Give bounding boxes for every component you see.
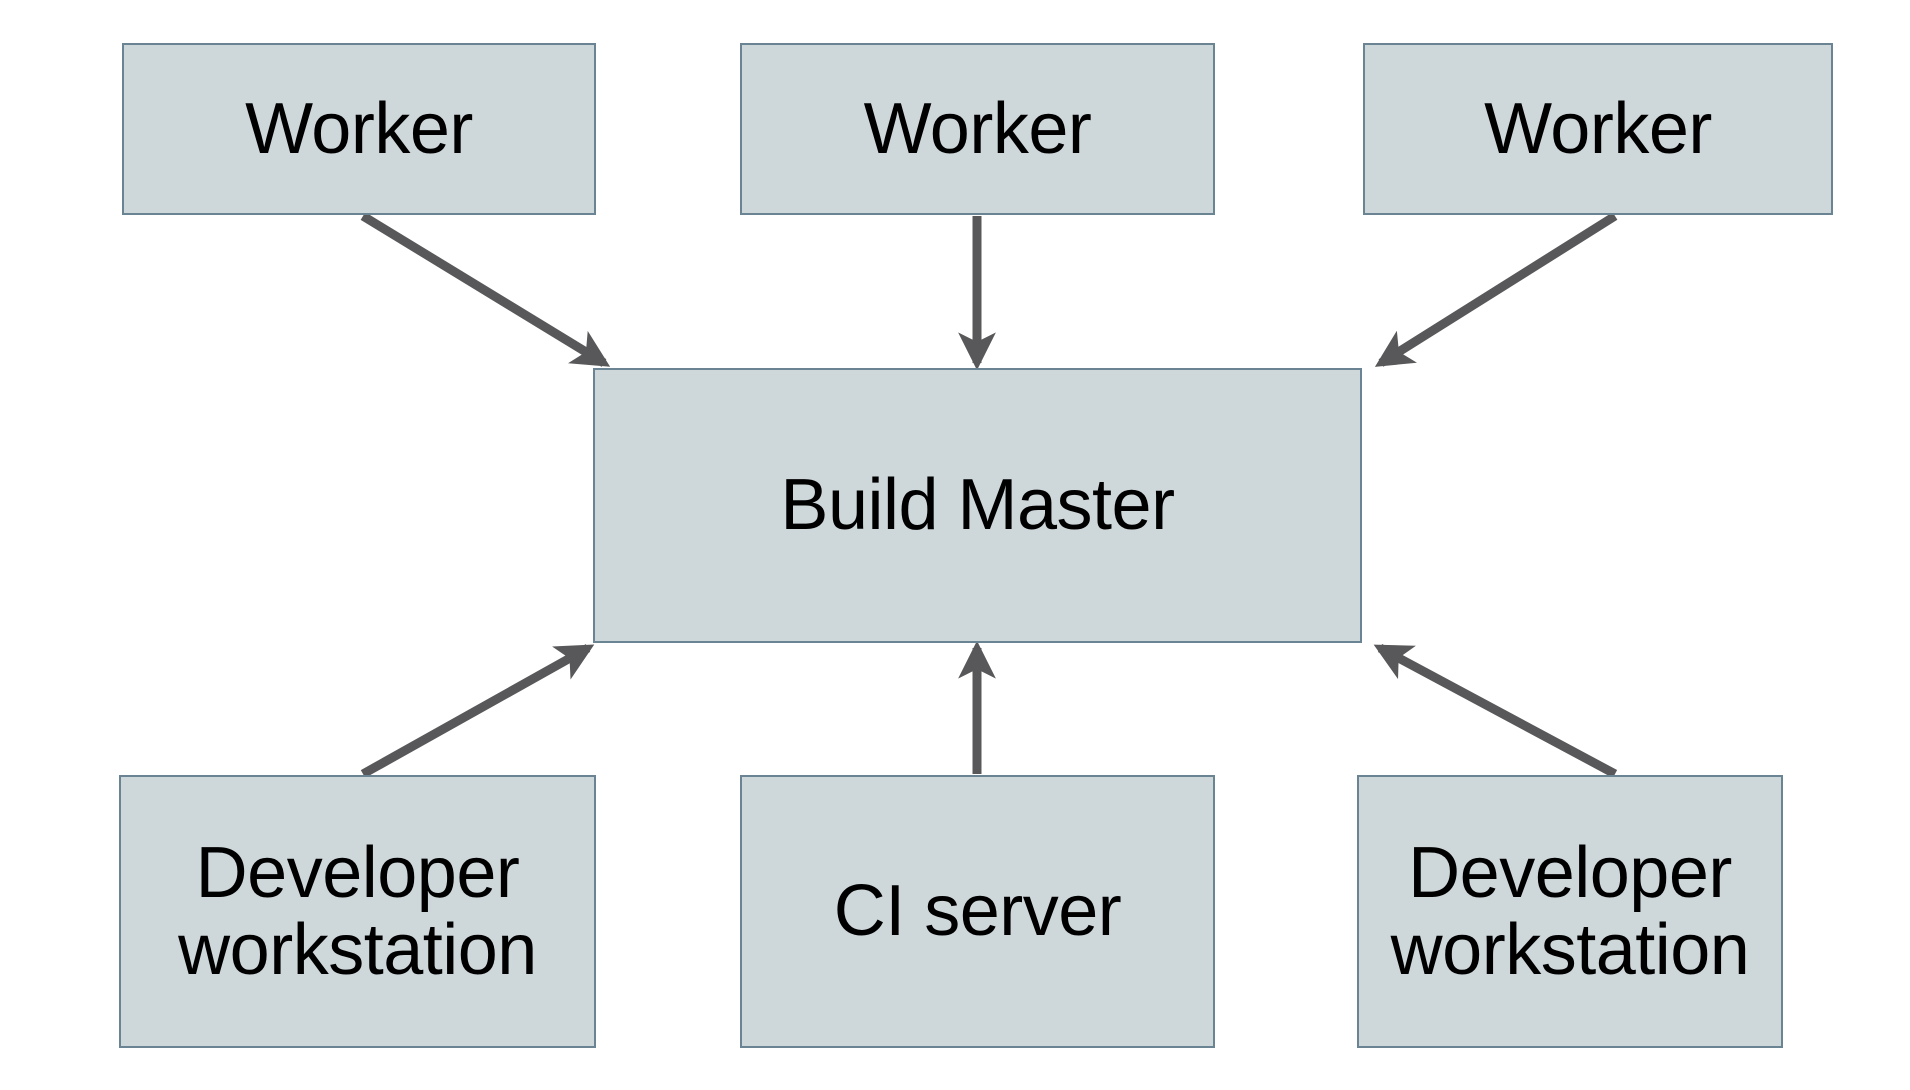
node-worker-3-label: Worker <box>1484 88 1712 169</box>
node-worker-1[interactable]: Worker <box>122 43 596 215</box>
node-worker-2-label: Worker <box>863 88 1092 169</box>
edge-dev-ws-right-to-build-master <box>1373 644 1618 778</box>
node-worker-3[interactable]: Worker <box>1363 43 1833 215</box>
node-build-master[interactable]: Build Master <box>593 368 1362 643</box>
node-ci-server[interactable]: CI server <box>740 775 1215 1048</box>
edge-worker-1-to-build-master <box>360 212 611 367</box>
node-build-master-label: Build Master <box>780 465 1175 546</box>
edge-dev-ws-left-to-build-master <box>360 644 595 778</box>
node-worker-2[interactable]: Worker <box>740 43 1215 215</box>
node-developer-workstation-left[interactable]: Developer workstation <box>119 775 596 1048</box>
node-developer-workstation-left-label: Developer workstation <box>178 833 537 990</box>
node-developer-workstation-right-label: Developer workstation <box>1390 833 1750 990</box>
edge-worker-3-to-build-master <box>1374 212 1618 367</box>
node-ci-server-label: CI server <box>833 871 1122 952</box>
node-developer-workstation-right[interactable]: Developer workstation <box>1357 775 1783 1048</box>
node-worker-1-label: Worker <box>245 88 473 169</box>
